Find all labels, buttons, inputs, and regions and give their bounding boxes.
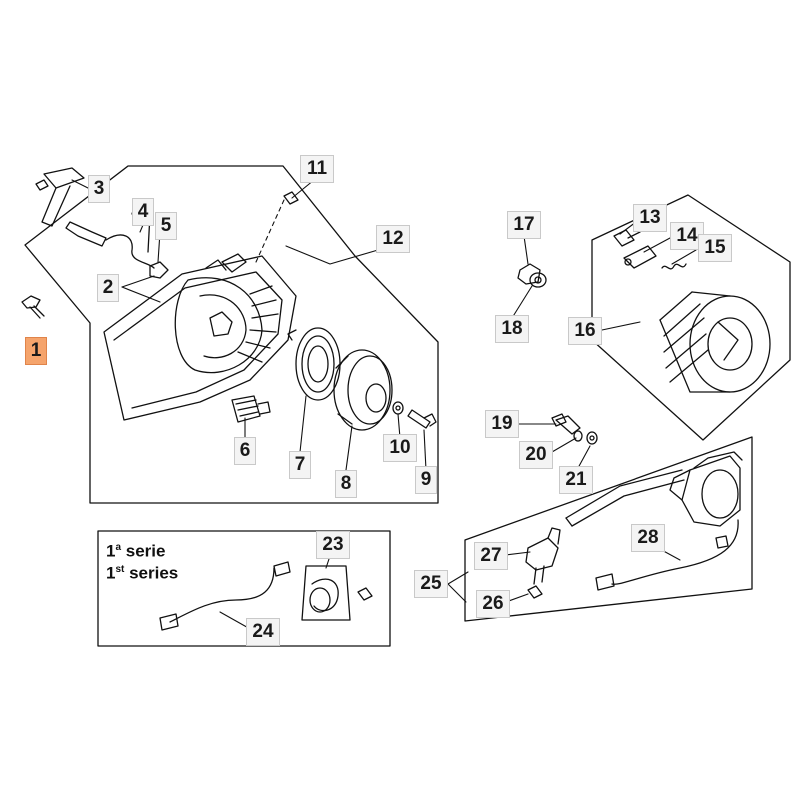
part-label-4[interactable]: 4 xyxy=(132,198,154,226)
part-label-17[interactable]: 17 xyxy=(507,211,541,239)
series-note-word: serie xyxy=(121,541,166,561)
part-label-8[interactable]: 8 xyxy=(335,470,357,498)
series-note-line-1: 1a serie xyxy=(106,538,165,562)
cord-grommet-5 xyxy=(149,261,169,279)
first-series-frame xyxy=(97,530,391,647)
pawl-spring-15 xyxy=(661,263,687,270)
part-label-15[interactable]: 15 xyxy=(698,234,732,262)
leader-lines xyxy=(71,179,697,631)
washer-18 xyxy=(529,272,547,288)
screw-9 xyxy=(407,409,437,429)
flywheel-16 xyxy=(659,291,771,393)
series-note-number: 1 xyxy=(106,563,116,583)
starter-group-frame xyxy=(24,165,439,504)
part-label-11[interactable]: 11 xyxy=(300,155,334,183)
part-label-20[interactable]: 20 xyxy=(519,441,553,469)
part-label-24[interactable]: 24 xyxy=(246,618,280,646)
washer-20 xyxy=(573,430,583,442)
screw-1 xyxy=(21,295,45,319)
wire-24 xyxy=(159,561,291,631)
cap-23 xyxy=(301,565,373,621)
part-label-1[interactable]: 1 xyxy=(25,337,47,365)
spring-26 xyxy=(527,585,543,599)
starter-handle xyxy=(35,167,107,247)
part-label-7[interactable]: 7 xyxy=(289,451,311,479)
part-label-10[interactable]: 10 xyxy=(383,434,417,462)
starter-housing xyxy=(103,253,297,421)
recoil-spring-7 xyxy=(287,327,341,401)
part-label-19[interactable]: 19 xyxy=(485,410,519,438)
spark-plug-cap-27 xyxy=(525,527,561,585)
part-label-25[interactable]: 25 xyxy=(414,570,448,598)
ignition-coil-28 xyxy=(669,451,743,527)
nut-17 xyxy=(517,263,541,285)
pin-11 xyxy=(283,191,299,205)
series-note-superscript: st xyxy=(115,564,125,575)
part-label-18[interactable]: 18 xyxy=(495,315,529,343)
screw-19 xyxy=(551,413,581,435)
part-label-16[interactable]: 16 xyxy=(568,317,602,345)
part-label-3[interactable]: 3 xyxy=(88,175,110,203)
washer-10 xyxy=(392,401,404,415)
part-label-2[interactable]: 2 xyxy=(97,274,119,302)
series-note-number: 1 xyxy=(106,541,116,561)
pawl-screw-13 xyxy=(613,229,641,247)
pawl-14 xyxy=(623,245,657,269)
part-label-23[interactable]: 23 xyxy=(316,531,350,559)
pulley-8 xyxy=(333,349,393,431)
hv-lead xyxy=(565,469,685,527)
series-note-superscript: a xyxy=(115,542,122,553)
series-note-word: series xyxy=(124,563,179,583)
part-label-6[interactable]: 6 xyxy=(234,437,256,465)
rope-pulley-6 xyxy=(231,395,271,423)
ignition-group-frame xyxy=(464,436,753,622)
part-label-9[interactable]: 9 xyxy=(415,466,437,494)
part-label-12[interactable]: 12 xyxy=(376,225,410,253)
part-label-13[interactable]: 13 xyxy=(633,204,667,232)
part-label-28[interactable]: 28 xyxy=(631,524,665,552)
series-note-line-2: 1st series xyxy=(106,560,178,584)
washer-21 xyxy=(586,431,598,445)
stop-wire-28 xyxy=(595,519,739,591)
part-label-26[interactable]: 26 xyxy=(476,590,510,618)
part-label-5[interactable]: 5 xyxy=(155,212,177,240)
part-label-21[interactable]: 21 xyxy=(559,466,593,494)
part-label-27[interactable]: 27 xyxy=(474,542,508,570)
